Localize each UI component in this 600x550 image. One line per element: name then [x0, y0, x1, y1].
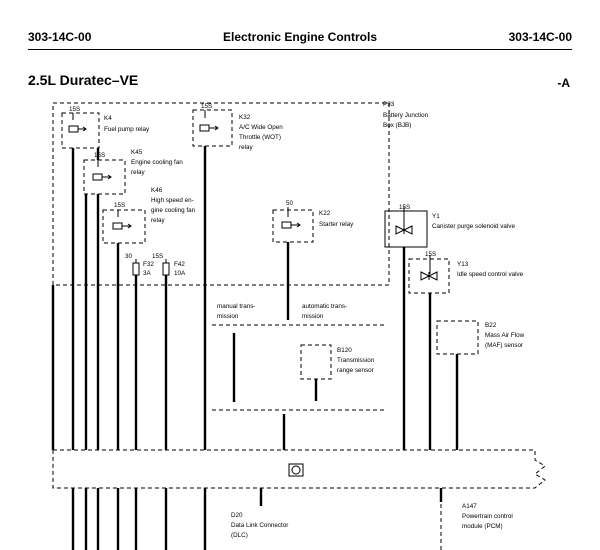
- solenoid-valve-icon: [420, 271, 431, 281]
- d20-label-line2: (DLC): [231, 532, 248, 539]
- fuse-f32: 30 F32 3A: [125, 253, 154, 277]
- k22-label: Starter relay: [319, 221, 354, 228]
- relay-k46: 15S K46 High speed en- gine cooling fan …: [102, 187, 196, 244]
- k32-terminal: 15S: [201, 103, 212, 110]
- relay-coil-icon: [92, 173, 103, 181]
- k32-label-line3: relay: [239, 144, 253, 151]
- f32-terminal: 30: [125, 253, 133, 260]
- sensor-b22: B22 Mass Air Flow (MAF) sensor: [436, 320, 525, 450]
- valve-y13: 15S Y13 Idle speed control valve: [408, 251, 524, 294]
- y13-name: Idle speed control valve: [457, 271, 524, 278]
- auto-trans-line1: automatic trans-: [302, 303, 347, 310]
- relay-coil-icon: [68, 125, 79, 133]
- a147-label-line2: module (PCM): [462, 523, 503, 530]
- fuse-icon: [162, 262, 170, 276]
- b120-id: B120: [337, 347, 352, 354]
- d20-id: D20: [231, 512, 243, 519]
- auto-trans-line2: mission: [302, 313, 324, 320]
- f32-rating: 3A: [143, 270, 152, 277]
- battery-junction-box: [52, 102, 390, 286]
- d20-label-line1: Data Link Connector: [231, 522, 288, 529]
- relay-coil-icon: [112, 222, 123, 230]
- relay-k4: 15S K4 Fuel pump relay: [61, 106, 150, 149]
- y1-id: Y1: [432, 213, 440, 220]
- header-code-left: 303-14C-00: [28, 30, 92, 44]
- bjb-id: P93: [383, 101, 395, 108]
- relay-k32: 15S K32 A/C Wide Open Throttle (WOT) rel…: [192, 103, 283, 151]
- b22-label-line2: (MAF) sensor: [485, 342, 523, 349]
- fuse-f42: 15S F42 10A: [152, 253, 186, 277]
- header-code-right: 303-14C-00: [508, 30, 572, 44]
- k46-terminal: 15S: [114, 202, 125, 209]
- k22-id: K22: [319, 210, 331, 217]
- bjb-name-line1: Battery Junction: [383, 112, 429, 119]
- fuse-icon: [132, 262, 140, 276]
- section-tag: -A: [557, 76, 570, 90]
- k46-label-line3: relay: [151, 217, 165, 224]
- b120-label-line1: Transmission: [337, 357, 375, 364]
- relay-coil-icon: [281, 221, 292, 229]
- header-rule: [28, 49, 572, 50]
- transmission-section: manual trans- mission automatic trans- m…: [212, 303, 384, 411]
- f32-id: F32: [143, 261, 154, 268]
- manual-trans-line2: mission: [217, 313, 239, 320]
- header-title: Electronic Engine Controls: [222, 30, 378, 44]
- k45-terminal: 15S: [94, 152, 105, 159]
- k45-label-line1: Engine cooling fan: [131, 159, 183, 166]
- k46-id: K46: [151, 187, 163, 194]
- k45-label-line2: relay: [131, 169, 145, 176]
- pcm-module-icon: [288, 463, 304, 477]
- k32-label-line2: Throttle (WOT): [239, 134, 281, 141]
- a147-label-line1: Powertrain control: [462, 513, 513, 520]
- b120-label-line2: range sensor: [337, 367, 374, 374]
- relay-k22: 50 K22 Starter relay: [272, 200, 354, 243]
- k32-id: K32: [239, 114, 251, 121]
- f42-id: F42: [174, 261, 185, 268]
- k46-label-line2: gine cooling fan: [151, 207, 196, 214]
- k4-terminal: 15S: [69, 106, 80, 113]
- k4-id: K4: [104, 115, 112, 122]
- y1-name: Canister purge solenoid valve: [432, 223, 515, 230]
- wire-bundle: [51, 146, 432, 450]
- k4-label: Fuel pump relay: [104, 126, 150, 133]
- section-title: 2.5L Duratec–VE: [28, 72, 139, 88]
- k46-label-line1: High speed en-: [151, 197, 194, 204]
- k32-label-line1: A/C Wide Open: [239, 124, 283, 131]
- bjb-name-line2: Box (BJB): [383, 122, 411, 129]
- sensor-b120: [300, 344, 332, 380]
- relay-coil-icon: [199, 124, 210, 132]
- y13-id: Y13: [457, 261, 469, 268]
- solenoid-valve-icon: [395, 225, 406, 235]
- manual-trans-line1: manual trans-: [217, 303, 256, 310]
- f42-terminal: 15S: [152, 253, 163, 260]
- f42-rating: 10A: [174, 270, 186, 277]
- k45-id: K45: [131, 149, 143, 156]
- y13-terminal: 15S: [425, 251, 436, 258]
- y1-terminal: 15S: [399, 204, 410, 211]
- k22-terminal: 50: [286, 200, 294, 207]
- b22-id: B22: [485, 322, 497, 329]
- b22-label-line1: Mass Air Flow: [485, 332, 525, 339]
- relay-k45: 15S K45 Engine cooling fan relay: [83, 149, 183, 195]
- pcm-module: D20 Data Link Connector (DLC) A147 Power…: [52, 449, 546, 550]
- a147-id: A147: [462, 503, 477, 510]
- valve-y1: 15S Y1 Canister purge solenoid valve: [384, 204, 515, 248]
